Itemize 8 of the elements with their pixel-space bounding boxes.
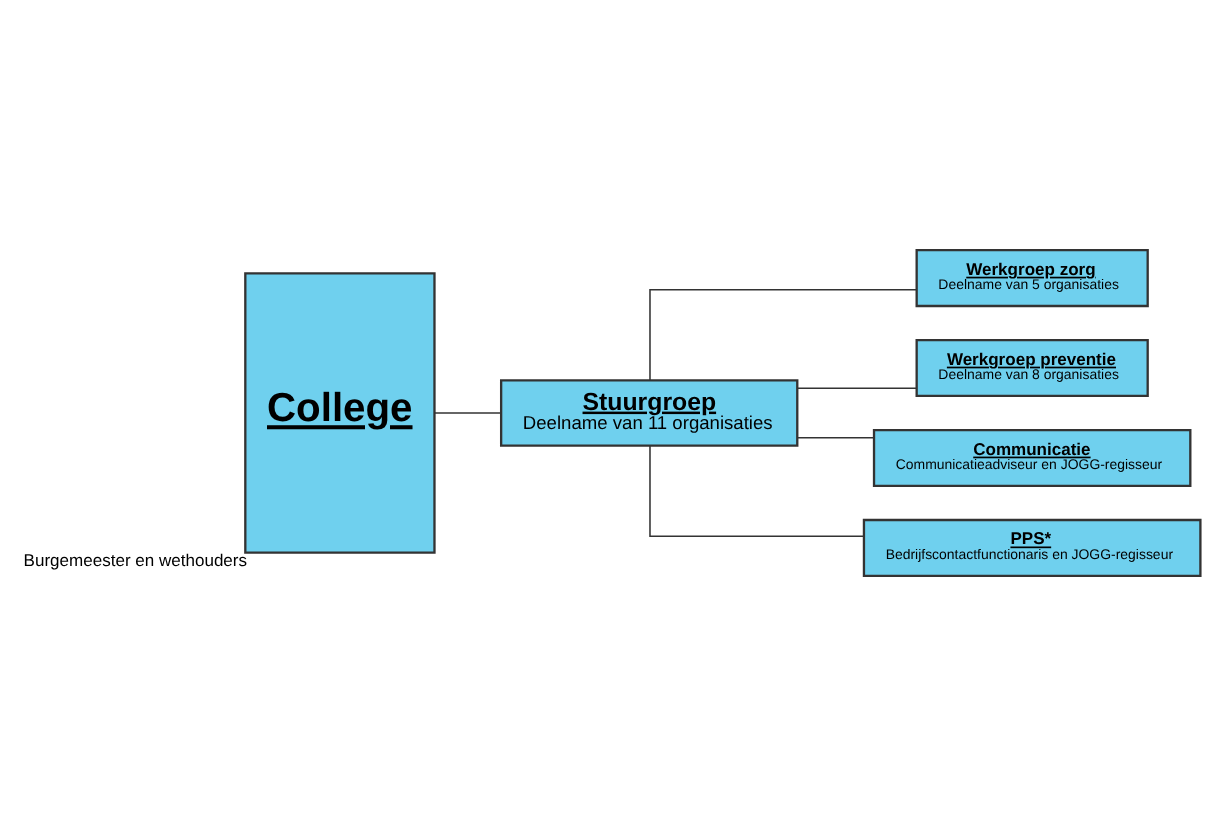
connector (797, 436, 875, 438)
connector (649, 444, 865, 537)
connector (649, 287, 918, 380)
connector (434, 411, 502, 413)
node-label: Burgemeester en wethouders (23, 549, 248, 570)
node-box: College (244, 271, 436, 553)
connector (797, 386, 918, 388)
node-box: Stuurgroep Deelname van 11 organisaties (499, 378, 799, 446)
